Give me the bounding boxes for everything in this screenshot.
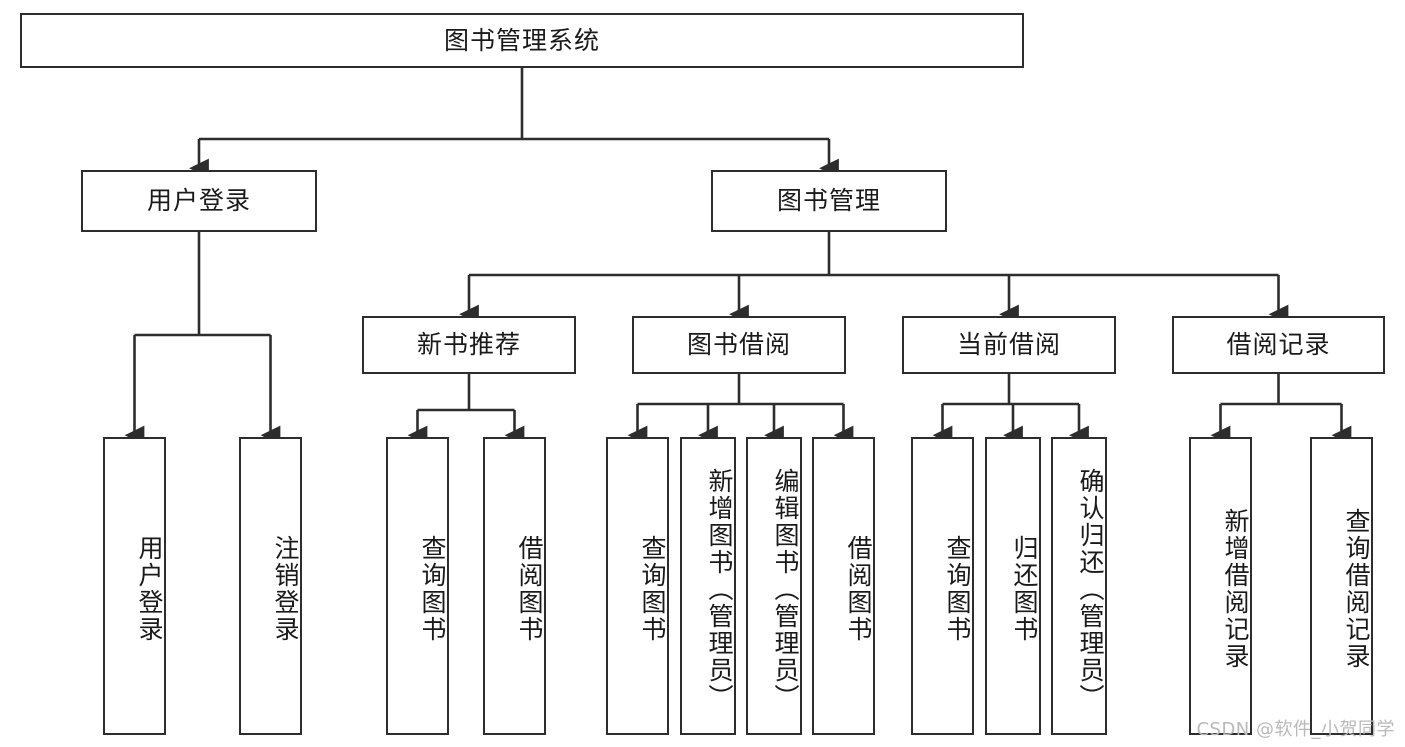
node-label: 新增借阅记录 [1221,508,1250,670]
node-borrow[interactable]: 图书借阅 [632,316,846,374]
node-leaf-rec-add[interactable]: 新增借阅记录 [1189,437,1252,735]
node-leaf-new-borrow[interactable]: 借阅图书 [483,437,546,735]
node-label: 查询图书 [418,535,447,643]
node-label: 新增图书（管理员） [705,467,734,711]
node-label: 编辑图书（管理员） [771,467,800,711]
node-leaf-rec-query[interactable]: 查询借阅记录 [1310,437,1373,735]
node-leaf-new-query[interactable]: 查询图书 [386,437,449,735]
node-label: 当前借阅 [956,330,1061,360]
node-leaf-cur-query[interactable]: 查询图书 [911,437,974,735]
node-label: 查询借阅记录 [1342,508,1371,670]
node-label: 查询图书 [638,535,667,643]
node-login[interactable]: 用户登录 [81,170,317,232]
node-label: 归还图书 [1010,535,1039,643]
node-bookmgmt[interactable]: 图书管理 [711,170,947,232]
node-label: 新书推荐 [416,330,521,360]
node-label: 借阅图书 [844,535,873,643]
node-label: 用户登录 [146,186,251,216]
node-label: 图书管理 [776,186,881,216]
node-label: 图书借阅 [686,330,791,360]
node-leaf-user-logout[interactable]: 注销登录 [239,437,302,735]
node-label: 图书管理系统 [443,25,600,55]
node-root[interactable]: 图书管理系统 [20,13,1024,68]
watermark: CSDN @软件_小贺同学 [1196,719,1395,740]
node-leaf-bk-query[interactable]: 查询图书 [606,437,669,735]
node-leaf-cur-confirm[interactable]: 确认归还（管理员） [1051,437,1107,735]
node-newbook[interactable]: 新书推荐 [362,316,576,374]
node-leaf-cur-return[interactable]: 归还图书 [985,437,1041,735]
node-label: 确认归还（管理员） [1076,467,1105,711]
node-current[interactable]: 当前借阅 [902,316,1116,374]
node-leaf-bk-borrow[interactable]: 借阅图书 [812,437,875,735]
node-leaf-bk-edit[interactable]: 编辑图书（管理员） [746,437,802,735]
node-label: 查询图书 [943,535,972,643]
node-label: 借阅图书 [515,535,544,643]
node-leaf-user-login[interactable]: 用户登录 [103,437,166,735]
node-label: 借阅记录 [1226,330,1331,360]
node-label: 注销登录 [271,535,300,643]
node-label: 用户登录 [135,535,164,643]
node-leaf-bk-add[interactable]: 新增图书（管理员） [680,437,736,735]
node-records[interactable]: 借阅记录 [1172,316,1385,374]
